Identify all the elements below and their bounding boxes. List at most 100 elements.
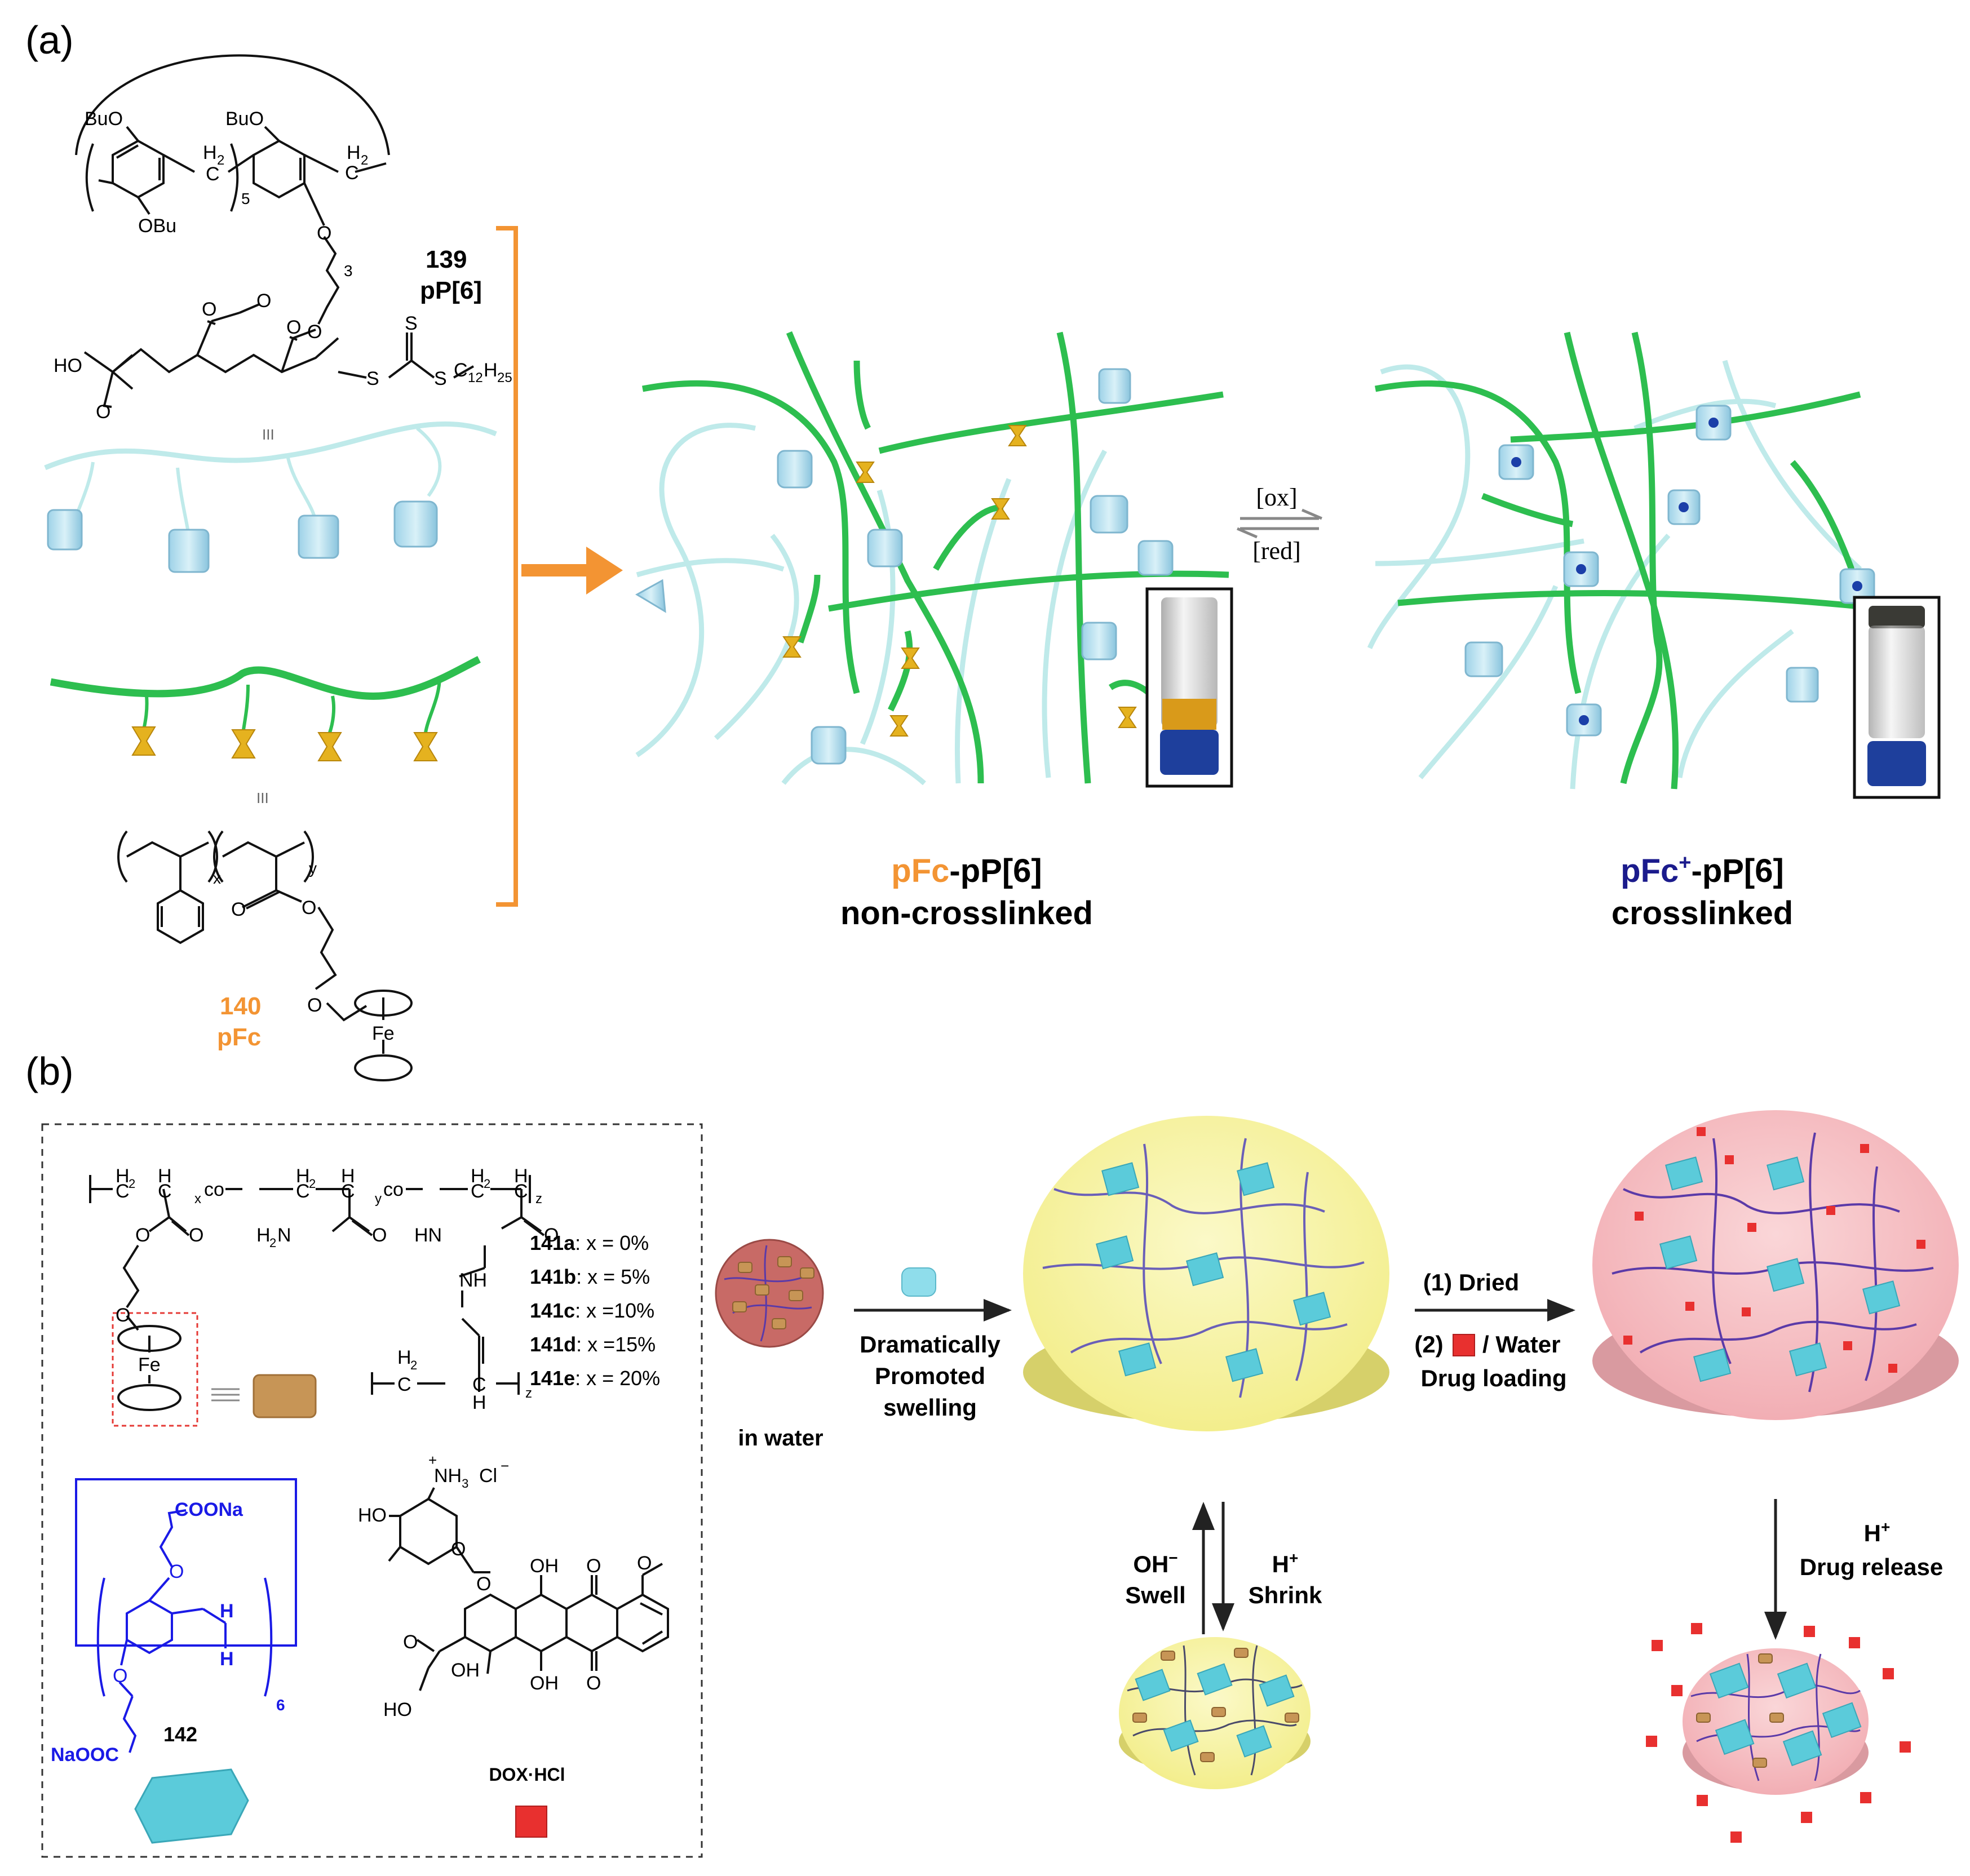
host-cylinder-icon [298,515,339,559]
label-o: O [256,290,271,312]
ferrocene-cylinder-icon [738,1262,752,1273]
panel-a: (a) [25,18,1941,1081]
label-ho: HO [383,1699,412,1720]
ferrocene-icon [856,462,875,483]
drug-cube-icon [1697,1127,1706,1136]
host-cylinder-icon [1862,1280,1901,1315]
label-c: C [471,1181,485,1202]
drug-loading-label: Drug loading [1421,1365,1567,1391]
drug-cube-icon [1691,1623,1702,1634]
drug-cube-icon [1685,1302,1694,1311]
host-cylinder-icon [1293,1292,1331,1326]
label-fe: Fe [138,1354,161,1376]
label-sub: 3 [344,262,353,280]
ferrocene-cylinder-icon [800,1267,814,1279]
compound-142-number: 142 [163,1723,197,1746]
drug-cube-icon [1671,1685,1683,1696]
drug-cube-icon [1697,1795,1708,1806]
compound-140-structure [117,830,413,1081]
drug-cube-icon [1826,1206,1835,1215]
vial-liquid-icon [1162,699,1216,730]
label-oh: OH [451,1660,480,1681]
ferrocene-cylinder-icon [755,1284,769,1296]
label-o: O [116,1305,130,1326]
label-o: O [307,995,322,1016]
vial-cap-icon [1160,730,1219,775]
composition-item: 141e: x = 20% [530,1367,660,1390]
label-h: H [472,1392,486,1413]
red-label: [red] [1252,537,1301,565]
label-c: C [116,1181,130,1202]
orange-arrow-head-icon [586,547,623,595]
host-cylinder-icon [1163,1719,1199,1752]
label-o: O [586,1673,601,1694]
host-cylinder-icon [168,529,210,573]
label-sub: 2 [410,1358,417,1372]
compound-139-labels: BuO BuO OBu H 2 C 5 H 2 C O 3 O O O O O … [54,108,512,423]
label-ho: HO [54,355,82,376]
label-ho: HO [358,1505,387,1526]
drug-cube-icon [1801,1812,1812,1823]
ferrocene-icon [901,647,920,669]
label-c: C [296,1181,310,1202]
host-cylinder-icon [1464,641,1503,677]
vial-glass-icon [1869,626,1925,738]
drug-cube-icon [1916,1240,1925,1249]
label-sub: 2 [217,153,224,168]
ferrocene-cylinder-icon [1769,1713,1784,1723]
compound-142-structure [75,1478,297,1753]
label-h: H [203,142,217,163]
bracket-left [85,143,94,212]
label-o: O [135,1225,150,1246]
in-water-label: in water [738,1426,823,1451]
drug-cube-icon [1849,1637,1860,1648]
label-sub: y [309,859,317,877]
release-ion: H+ [1864,1518,1891,1546]
label-o: O [96,401,110,423]
ferrocene-icon [231,729,256,759]
host-cylinder-icon [1665,1156,1703,1191]
vial-cap-icon [1867,741,1926,786]
label-s: S [434,368,447,389]
label-o: O [202,299,216,320]
network-crosslinked [1367,331,1941,799]
label-h: H [296,1165,310,1187]
compound-141-structure [89,1175,545,1411]
label-s: S [366,368,379,389]
ferrocene-cylinder-icon [1696,1713,1711,1723]
label-sub: 5 [241,190,250,207]
ferrocene-icon [889,715,909,737]
ferrocenium-icon [1579,715,1589,725]
label-sub: z [525,1386,532,1401]
compound-139-structure [75,54,474,408]
swelling-label-line: swelling [883,1394,977,1421]
macrocycle-box [75,1478,297,1647]
panel-b: (b) [25,1049,1959,1858]
water-label-prefix: (2) [1414,1331,1443,1358]
host-cylinder-icon [1715,1719,1755,1755]
label-c: C [206,163,220,185]
host-cylinder-icon [1786,667,1819,703]
label-nh: NH [459,1270,487,1291]
reverse-arrow-head-icon [1237,527,1258,539]
label-sub: z [535,1191,542,1207]
vial-glass-icon [1161,597,1218,727]
label-o: O [307,321,322,343]
label-minus: − [501,1457,509,1474]
label-nh3: NH3 [434,1465,468,1491]
label-h: H [514,1165,528,1187]
drug-cube-icon [1860,1144,1869,1153]
host-cylinder-icon [1777,1662,1817,1699]
compound-140-number: 140 [220,992,261,1020]
label-sub: x [213,870,221,887]
ferrocene-cylinder-icon [1132,1713,1147,1723]
sugar-ring [399,1497,458,1565]
host-cylinder-icon [1236,1725,1272,1758]
drug-cube-icon [1843,1341,1852,1350]
label-sub: 25 [497,370,512,385]
host-cylinder-icon [1822,1702,1862,1738]
host-cylinder-icon [393,500,438,548]
ferrocene-cylinder-icon [772,1318,786,1329]
